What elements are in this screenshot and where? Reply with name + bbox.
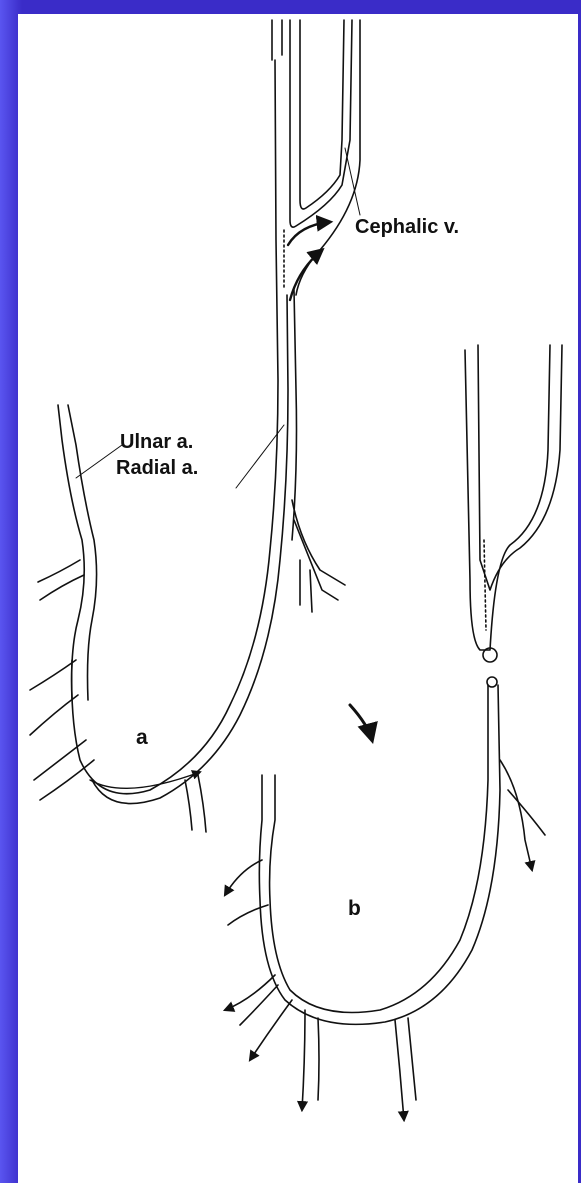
radial-branches-a — [292, 500, 345, 612]
arteries-b — [225, 677, 545, 1120]
transition-arrow — [350, 705, 372, 740]
label-cephalic-vein: Cephalic v. — [355, 217, 459, 237]
radial-artery-a — [72, 60, 330, 804]
label-panel-a: a — [136, 727, 148, 748]
label-radial-artery: Radial a. — [116, 458, 198, 478]
label-panel-b: b — [348, 898, 361, 919]
cephalic-vein-b — [465, 345, 562, 662]
label-ulnar-artery: Ulnar a. — [120, 432, 193, 452]
